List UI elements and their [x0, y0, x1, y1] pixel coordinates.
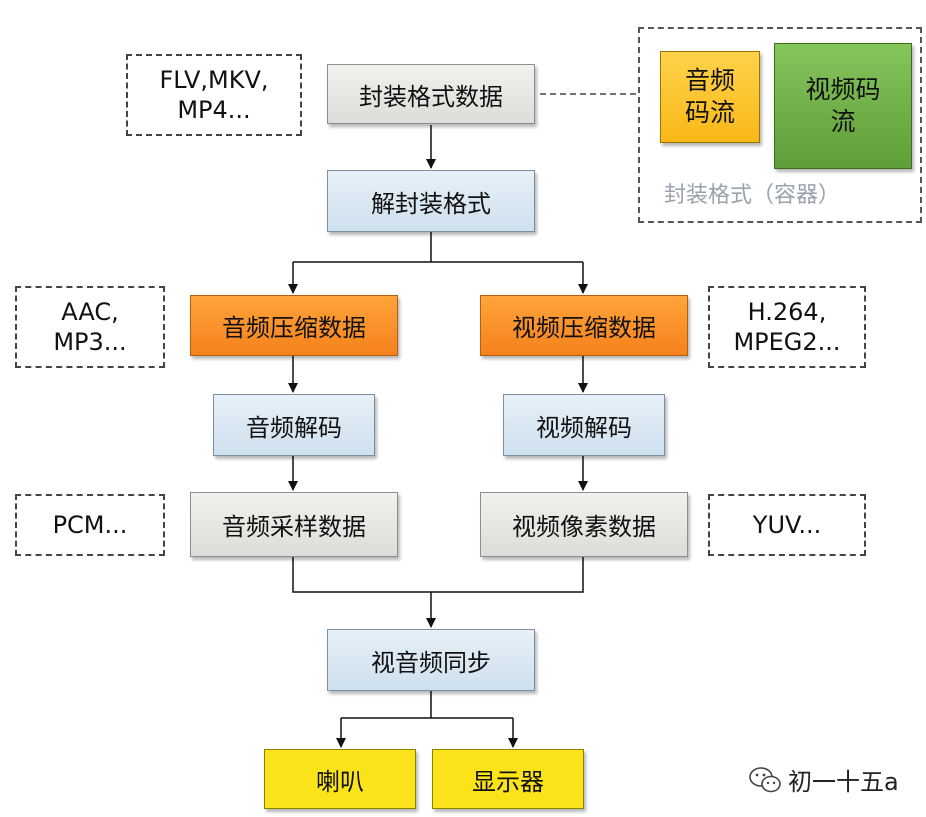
- note-line: H.264,: [747, 298, 827, 326]
- video-compressed-node: 视频压缩数据: [480, 295, 688, 356]
- video-stream-label: 流: [830, 107, 856, 136]
- watermark: 初一十五a: [748, 762, 899, 797]
- demux-node: 解封装格式: [327, 170, 535, 232]
- av-sync-node: 视音频同步: [327, 629, 535, 691]
- video-stream-block: 视频码 流: [774, 43, 912, 169]
- watermark-text: 初一十五a: [788, 768, 899, 796]
- note-line: MPEG2...: [733, 328, 841, 356]
- note-line: MP4...: [177, 96, 251, 124]
- note-line: FLV,MKV,: [159, 66, 269, 94]
- audio-samples-node: 音频采样数据: [190, 492, 398, 557]
- container-label: 封装格式（容器）: [664, 183, 841, 208]
- audio-formats-note: AAC, MP3...: [15, 286, 165, 368]
- wechat-icon: [749, 766, 781, 792]
- audio-stream-label: 码流: [684, 98, 735, 127]
- branch-demux: [293, 232, 583, 263]
- yuv-note: YUV...: [708, 494, 866, 556]
- audio-compressed-node: 音频压缩数据: [190, 295, 398, 356]
- note-line: PCM...: [52, 511, 128, 539]
- branch-sync-outputs: [341, 691, 513, 719]
- display-node: 显示器: [432, 749, 584, 809]
- container-formats-note: FLV,MKV, MP4...: [126, 54, 302, 136]
- merge-to-sync: [292, 557, 584, 627]
- note-line: YUV...: [752, 511, 822, 539]
- pcm-note: PCM...: [15, 494, 165, 556]
- note-line: AAC,: [61, 298, 119, 326]
- video-stream-label: 视频码: [805, 75, 881, 104]
- audio-stream-label: 音频: [684, 66, 735, 95]
- audio-decode-node: 音频解码: [213, 394, 375, 456]
- video-decode-node: 视频解码: [503, 394, 665, 456]
- audio-stream-block: 音频 码流: [660, 51, 760, 143]
- container-data-node: 封装格式数据: [327, 64, 535, 124]
- speaker-node: 喇叭: [264, 749, 416, 809]
- container-legend: 音频 码流 视频码 流 封装格式（容器）: [638, 27, 922, 223]
- note-line: MP3...: [53, 328, 127, 356]
- video-formats-note: H.264, MPEG2...: [708, 286, 866, 368]
- video-pixels-node: 视频像素数据: [480, 492, 688, 557]
